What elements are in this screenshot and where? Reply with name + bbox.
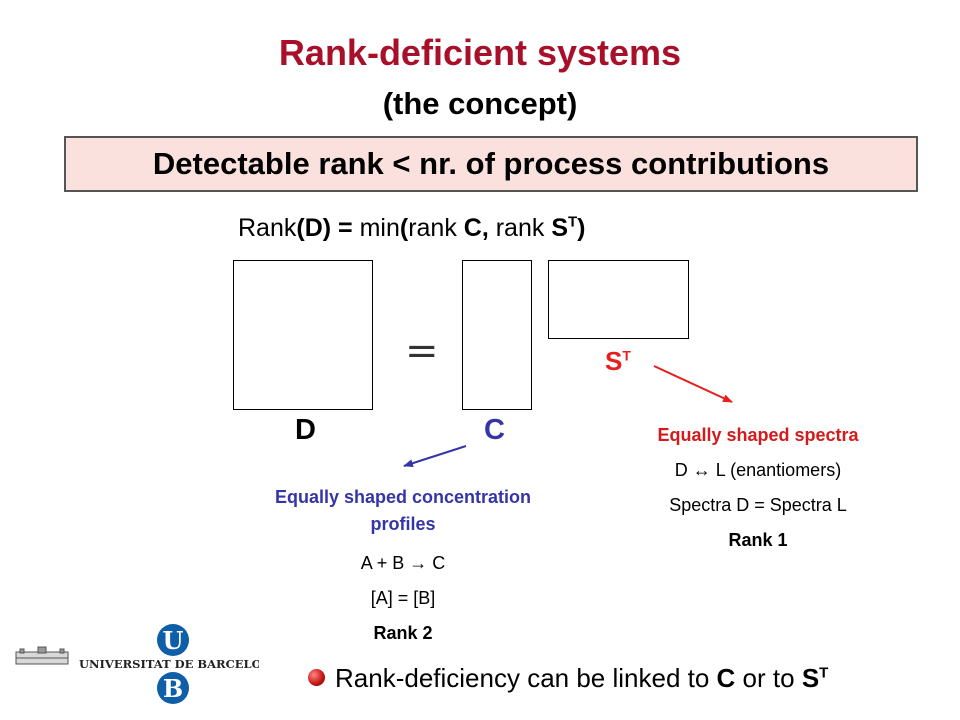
rank-formula: Rank(D) = min(rank C, rank ST) xyxy=(238,214,586,243)
arrow-c-to-note xyxy=(403,445,467,468)
bullet-icon xyxy=(308,669,325,686)
matrix-st-base: S xyxy=(605,346,623,376)
matrix-st-box xyxy=(548,260,689,339)
concentration-note-heading: Equally shaped concentration profiles xyxy=(274,487,532,534)
matrix-c-box xyxy=(462,260,532,410)
equals-sign: = xyxy=(405,328,439,374)
logo-university-text: UNIVERSITAT DE BARCELONA xyxy=(79,657,259,671)
concentration-note: Equally shaped concentration profiles A … xyxy=(272,484,534,651)
spectra-note-heading: Equally shaped spectra xyxy=(657,425,859,445)
footer-statement: Rank-deficiency can be linked to C or to… xyxy=(308,663,828,694)
logo-b-circle xyxy=(157,672,189,704)
formula-part: (D) = xyxy=(296,214,353,242)
concentration-note-condition: [A] = [B] xyxy=(370,588,436,608)
footer-text: Rank-deficiency can be linked to xyxy=(335,663,717,693)
slide-title: Rank-deficient systems xyxy=(278,32,682,73)
formula-part: min xyxy=(352,214,400,242)
footer-s: S xyxy=(801,663,820,693)
footer-superscript: T xyxy=(819,664,829,682)
spectra-note-rank: Rank 1 xyxy=(728,530,788,550)
logo-u-letter: U xyxy=(163,626,184,655)
key-statement-banner: Detectable rank < nr. of process contrib… xyxy=(64,136,918,192)
formula-part: rank xyxy=(408,214,464,242)
footer-c: C xyxy=(716,663,736,693)
matrix-d-box xyxy=(233,260,373,410)
matrix-st-label: ST xyxy=(605,346,631,377)
slide-subtitle: (the concept) xyxy=(382,86,578,121)
university-logo: U UNIVERSITAT DE BARCELONA B xyxy=(15,624,259,704)
concentration-note-rank: Rank 2 xyxy=(373,623,433,643)
spectra-note: Equally shaped spectra D ↔ L (enantiomer… xyxy=(608,418,908,558)
formula-part: Rank xyxy=(238,214,297,242)
matrix-c-label: C xyxy=(484,414,505,446)
building-icon xyxy=(15,646,69,665)
logo-u-circle xyxy=(157,624,189,656)
logo-b-letter: B xyxy=(163,674,183,703)
formula-part: S xyxy=(551,214,568,242)
footer-text: or to xyxy=(735,663,802,693)
spectra-note-condition: Spectra D = Spectra L xyxy=(669,495,847,515)
matrix-st-superscript: T xyxy=(622,347,631,364)
spectra-note-equilibrium: D ↔ L (enantiomers) xyxy=(674,460,842,480)
arrow-st-to-note xyxy=(653,365,733,403)
formula-part: C, xyxy=(463,214,489,242)
formula-part: rank xyxy=(488,214,552,242)
formula-part: ( xyxy=(399,214,409,242)
matrix-d-label: D xyxy=(295,414,316,446)
formula-part: ) xyxy=(577,214,586,242)
concentration-note-reaction: A + B → C xyxy=(360,553,446,573)
formula-superscript: T xyxy=(568,213,578,231)
